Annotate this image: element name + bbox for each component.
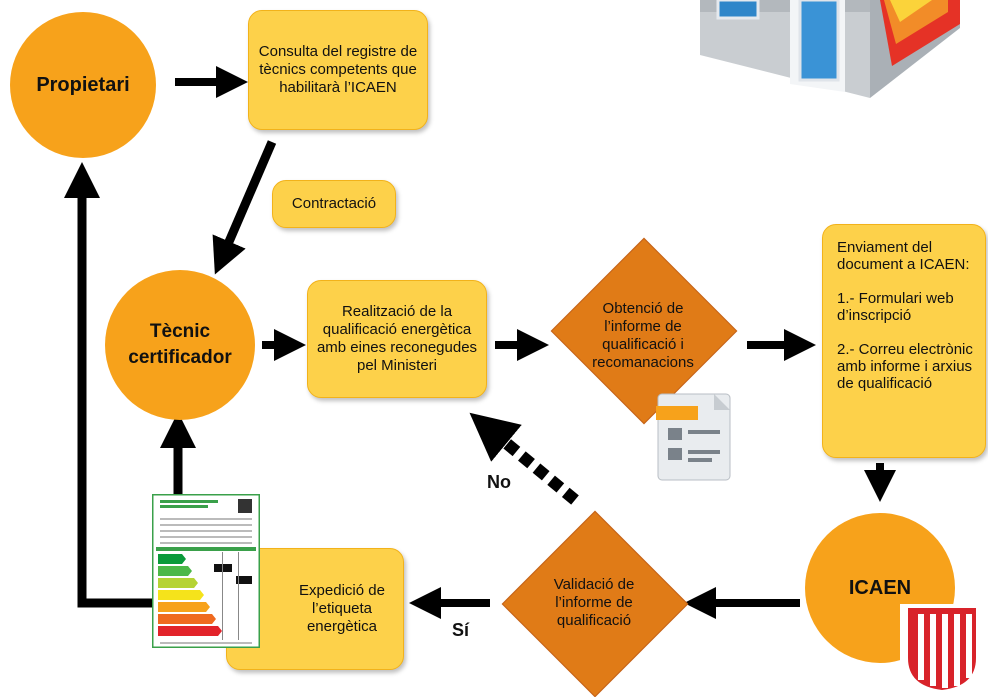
arrow-consulta-tecnic <box>212 140 277 275</box>
node-tecnic-label: Tècnic certificador <box>128 321 232 368</box>
node-expedicio-label: Expedició de l’etiqueta energètica <box>299 582 385 635</box>
node-consulta-label: Consulta del registre de tècnics compete… <box>258 43 418 96</box>
node-realitzacio-label: Realització de la qualificació energètic… <box>316 303 478 374</box>
document-icon <box>656 393 731 481</box>
label-no: No <box>487 472 511 492</box>
node-tecnic: Tècnic certificador <box>105 270 255 420</box>
arrow-loop-propietari <box>64 162 155 608</box>
node-enviament-item2: 2.- Correu electrònic amb informe i arxi… <box>837 341 973 392</box>
node-contractacio-label: Contractació <box>291 195 377 212</box>
node-obtencio-label: Obtenció de l’informe de qualificació i … <box>592 300 694 371</box>
node-enviament-item1: 1.- Formulari web d’inscripció <box>837 290 954 324</box>
node-propietari-label: Propietari <box>36 73 130 96</box>
node-icaen-label: ICAEN <box>848 576 912 599</box>
node-validacio-label: Validació de l’informe de qualificació <box>553 576 635 629</box>
label-si: Sí <box>452 620 470 640</box>
node-propietari: Propietari <box>10 12 156 158</box>
node-enviament-title: Enviament del document a ICAEN: <box>837 239 970 273</box>
node-validacio: Validació de l’informe de qualificació <box>524 560 664 646</box>
node-consulta: Consulta del registre de tècnics compete… <box>248 10 428 130</box>
node-contractacio: Contractació <box>272 180 396 228</box>
node-enviament: Enviament del document a ICAEN: 1.- Form… <box>822 224 986 458</box>
node-realitzacio: Realització de la qualificació energètic… <box>307 280 487 398</box>
node-obtencio: Obtenció de l’informe de qualificació i … <box>573 288 713 384</box>
energy-label-icon <box>152 494 260 648</box>
generalitat-logo-icon <box>900 604 984 692</box>
